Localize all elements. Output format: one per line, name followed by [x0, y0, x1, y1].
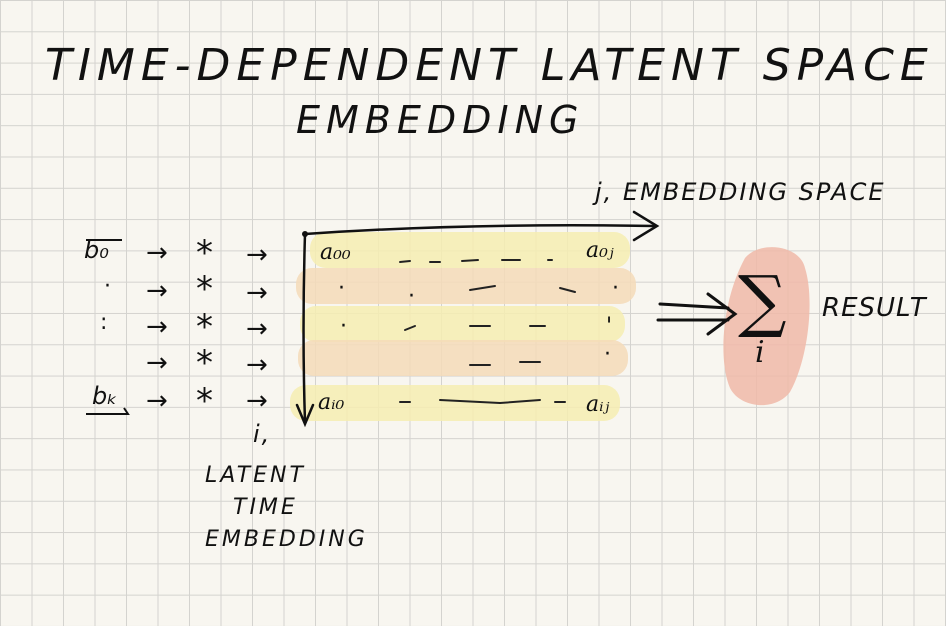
matrix-aij: aᵢⱼ	[586, 392, 610, 417]
sum-highlight	[723, 247, 810, 406]
matrix-dot: ·	[340, 314, 347, 339]
row-highlight-3	[298, 340, 628, 376]
summation-icon: ∑	[738, 262, 787, 341]
j-axis-label: j, EMBEDDING SPACE	[595, 178, 886, 206]
i-axis-arrow	[295, 232, 315, 428]
title-line-2: EMBEDDING	[296, 98, 585, 142]
arrow-icon: →	[246, 278, 268, 308]
row-highlight-2	[300, 306, 625, 342]
matrix-a0j: a₀ⱼ	[586, 238, 614, 263]
matrix-a00: a₀₀	[320, 240, 351, 265]
arrow-icon: →	[246, 314, 268, 344]
input-ellipsis: ·	[104, 274, 111, 299]
row-highlight-1	[296, 268, 636, 304]
matrix-dot: ·	[338, 276, 345, 301]
input-bk: bₖ	[92, 382, 118, 410]
arrow-icon: →	[146, 386, 168, 416]
origin-dot	[302, 231, 308, 237]
title-line-1: TIME-DEPENDENT LATENT SPACE	[45, 40, 934, 91]
asterisk-icon: *	[196, 233, 213, 273]
arrow-icon: →	[146, 312, 168, 342]
arrow-icon: →	[246, 350, 268, 380]
row-highlight-0	[310, 232, 630, 268]
sum-double-arrow	[656, 292, 738, 336]
matrix-dot: ·	[612, 276, 619, 301]
summation-index: i	[755, 335, 765, 370]
result-label: RESULT	[822, 293, 927, 323]
bk-underline	[86, 407, 130, 415]
asterisk-icon: *	[196, 269, 213, 309]
row-highlight-4	[290, 385, 620, 421]
arrow-icon: →	[146, 276, 168, 306]
matrix-dot: ·	[408, 284, 415, 309]
arrow-icon: →	[146, 348, 168, 378]
input-ellipsis: :	[100, 310, 108, 335]
i-desc-line-3: EMBEDDING	[205, 527, 368, 552]
arrow-icon: →	[246, 240, 268, 270]
j-axis-arrow	[303, 210, 660, 242]
asterisk-icon: *	[196, 307, 213, 347]
asterisk-icon: *	[196, 343, 213, 383]
i-desc-line-2: TIME	[233, 495, 298, 520]
matrix-dot: '	[606, 314, 613, 339]
i-axis-label: i,	[253, 420, 272, 448]
arrow-icon: →	[246, 386, 268, 416]
matrix-ai0: aᵢ₀	[318, 390, 345, 415]
matrix-dot: ·	[604, 342, 611, 367]
i-desc-line-1: LATENT	[205, 463, 306, 488]
i-axis-description: LATENT TIME EMBEDDING	[205, 460, 368, 556]
asterisk-icon: *	[196, 381, 213, 421]
arrow-icon: →	[146, 238, 168, 268]
input-b0: b₀	[84, 236, 109, 264]
matrix-dashes	[399, 259, 576, 404]
